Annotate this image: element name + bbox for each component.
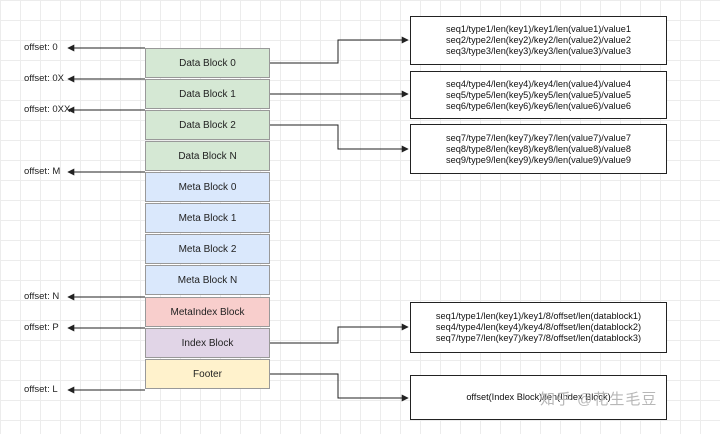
meta-block-1: Meta Block 1 [145,203,270,233]
block-label: Meta Block 2 [178,243,237,255]
connector-index-block [270,323,409,344]
block-label: Footer [193,368,222,380]
block-label: Data Block 0 [179,57,236,69]
detail-line: seq1/type1/len(key1)/key1/8/offset/len(d… [435,311,642,321]
detail-box-footer: offset(Index Block)/len(Index Block) [410,375,667,420]
offset-label-m: offset: M [24,166,61,177]
detail-box-index-block: seq1/type1/len(key1)/key1/8/offset/len(d… [410,302,667,353]
block-label: Meta Block 0 [178,181,237,193]
detail-line: seq5/type5/len(key5)/key5/len(value5)/va… [446,89,631,100]
block-label: Index Block [181,337,234,349]
detail-box-data-block-1: seq4/type4/len(key4)/key4/len(value4)/va… [410,71,667,119]
meta-block-0: Meta Block 0 [145,172,270,202]
data-block-2: Data Block 2 [145,110,270,140]
watermark: 知乎 @花生毛豆 [540,391,658,408]
detail-box-data-block-0: seq1/type1/len(key1)/key1/len(value1)/va… [410,16,667,65]
offset-label-l: offset: L [24,384,58,395]
footer-block: Footer [145,359,270,389]
detail-line: seq4/type4/len(key4)/key4/8/offset/len(d… [435,322,642,332]
block-label: Meta Block 1 [178,212,237,224]
block-label: Data Block N [178,150,237,162]
data-block-1: Data Block 1 [145,79,270,109]
connector-data-block-2 [270,124,409,153]
block-label: Meta Block N [177,274,238,286]
detail-line: seq3/type3/len(key3)/key3/len(value3)/va… [446,46,631,56]
detail-line: seq7/type7/len(key7)/key7/8/offset/len(d… [435,333,642,343]
meta-block-n: Meta Block N [145,265,270,295]
detail-line: seq7/type7/len(key7)/key7/len(value7)/va… [446,132,631,143]
meta-block-2: Meta Block 2 [145,234,270,264]
connector-footer [270,373,409,402]
detail-box-data-block-2: seq7/type7/len(key7)/key7/len(value7)/va… [410,124,667,174]
data-block-n: Data Block N [145,141,270,171]
offset-label-0xx: offset: 0XX [24,104,71,115]
index-block: Index Block [145,328,270,358]
offset-label-0x: offset: 0X [24,73,64,84]
detail-line: seq6/type6/len(key6)/key6/len(value6)/va… [446,100,631,111]
block-label: MetaIndex Block [170,306,245,318]
detail-line: seq8/type8/len(key8)/key8/len(value8)/va… [446,143,631,154]
detail-line: seq1/type1/len(key1)/key1/len(value1)/va… [446,24,631,34]
detail-line: offset(Index Block)/len(Index Block) [466,392,611,402]
metaindex-block: MetaIndex Block [145,297,270,327]
offset-label-p: offset: P [24,322,59,333]
detail-line: seq9/type9/len(key9)/key9/len(value9)/va… [446,154,631,165]
block-label: Data Block 1 [179,88,236,100]
detail-line: seq2/type2/len(key2)/key2/len(value2)/va… [446,35,631,45]
block-label: Data Block 2 [179,119,236,131]
offset-label-n: offset: N [24,291,60,302]
data-block-0: Data Block 0 [145,48,270,78]
offset-label-0: offset: 0 [24,42,58,53]
detail-line: seq4/type4/len(key4)/key4/len(value4)/va… [446,78,631,89]
connector-data-block-0 [270,36,409,64]
